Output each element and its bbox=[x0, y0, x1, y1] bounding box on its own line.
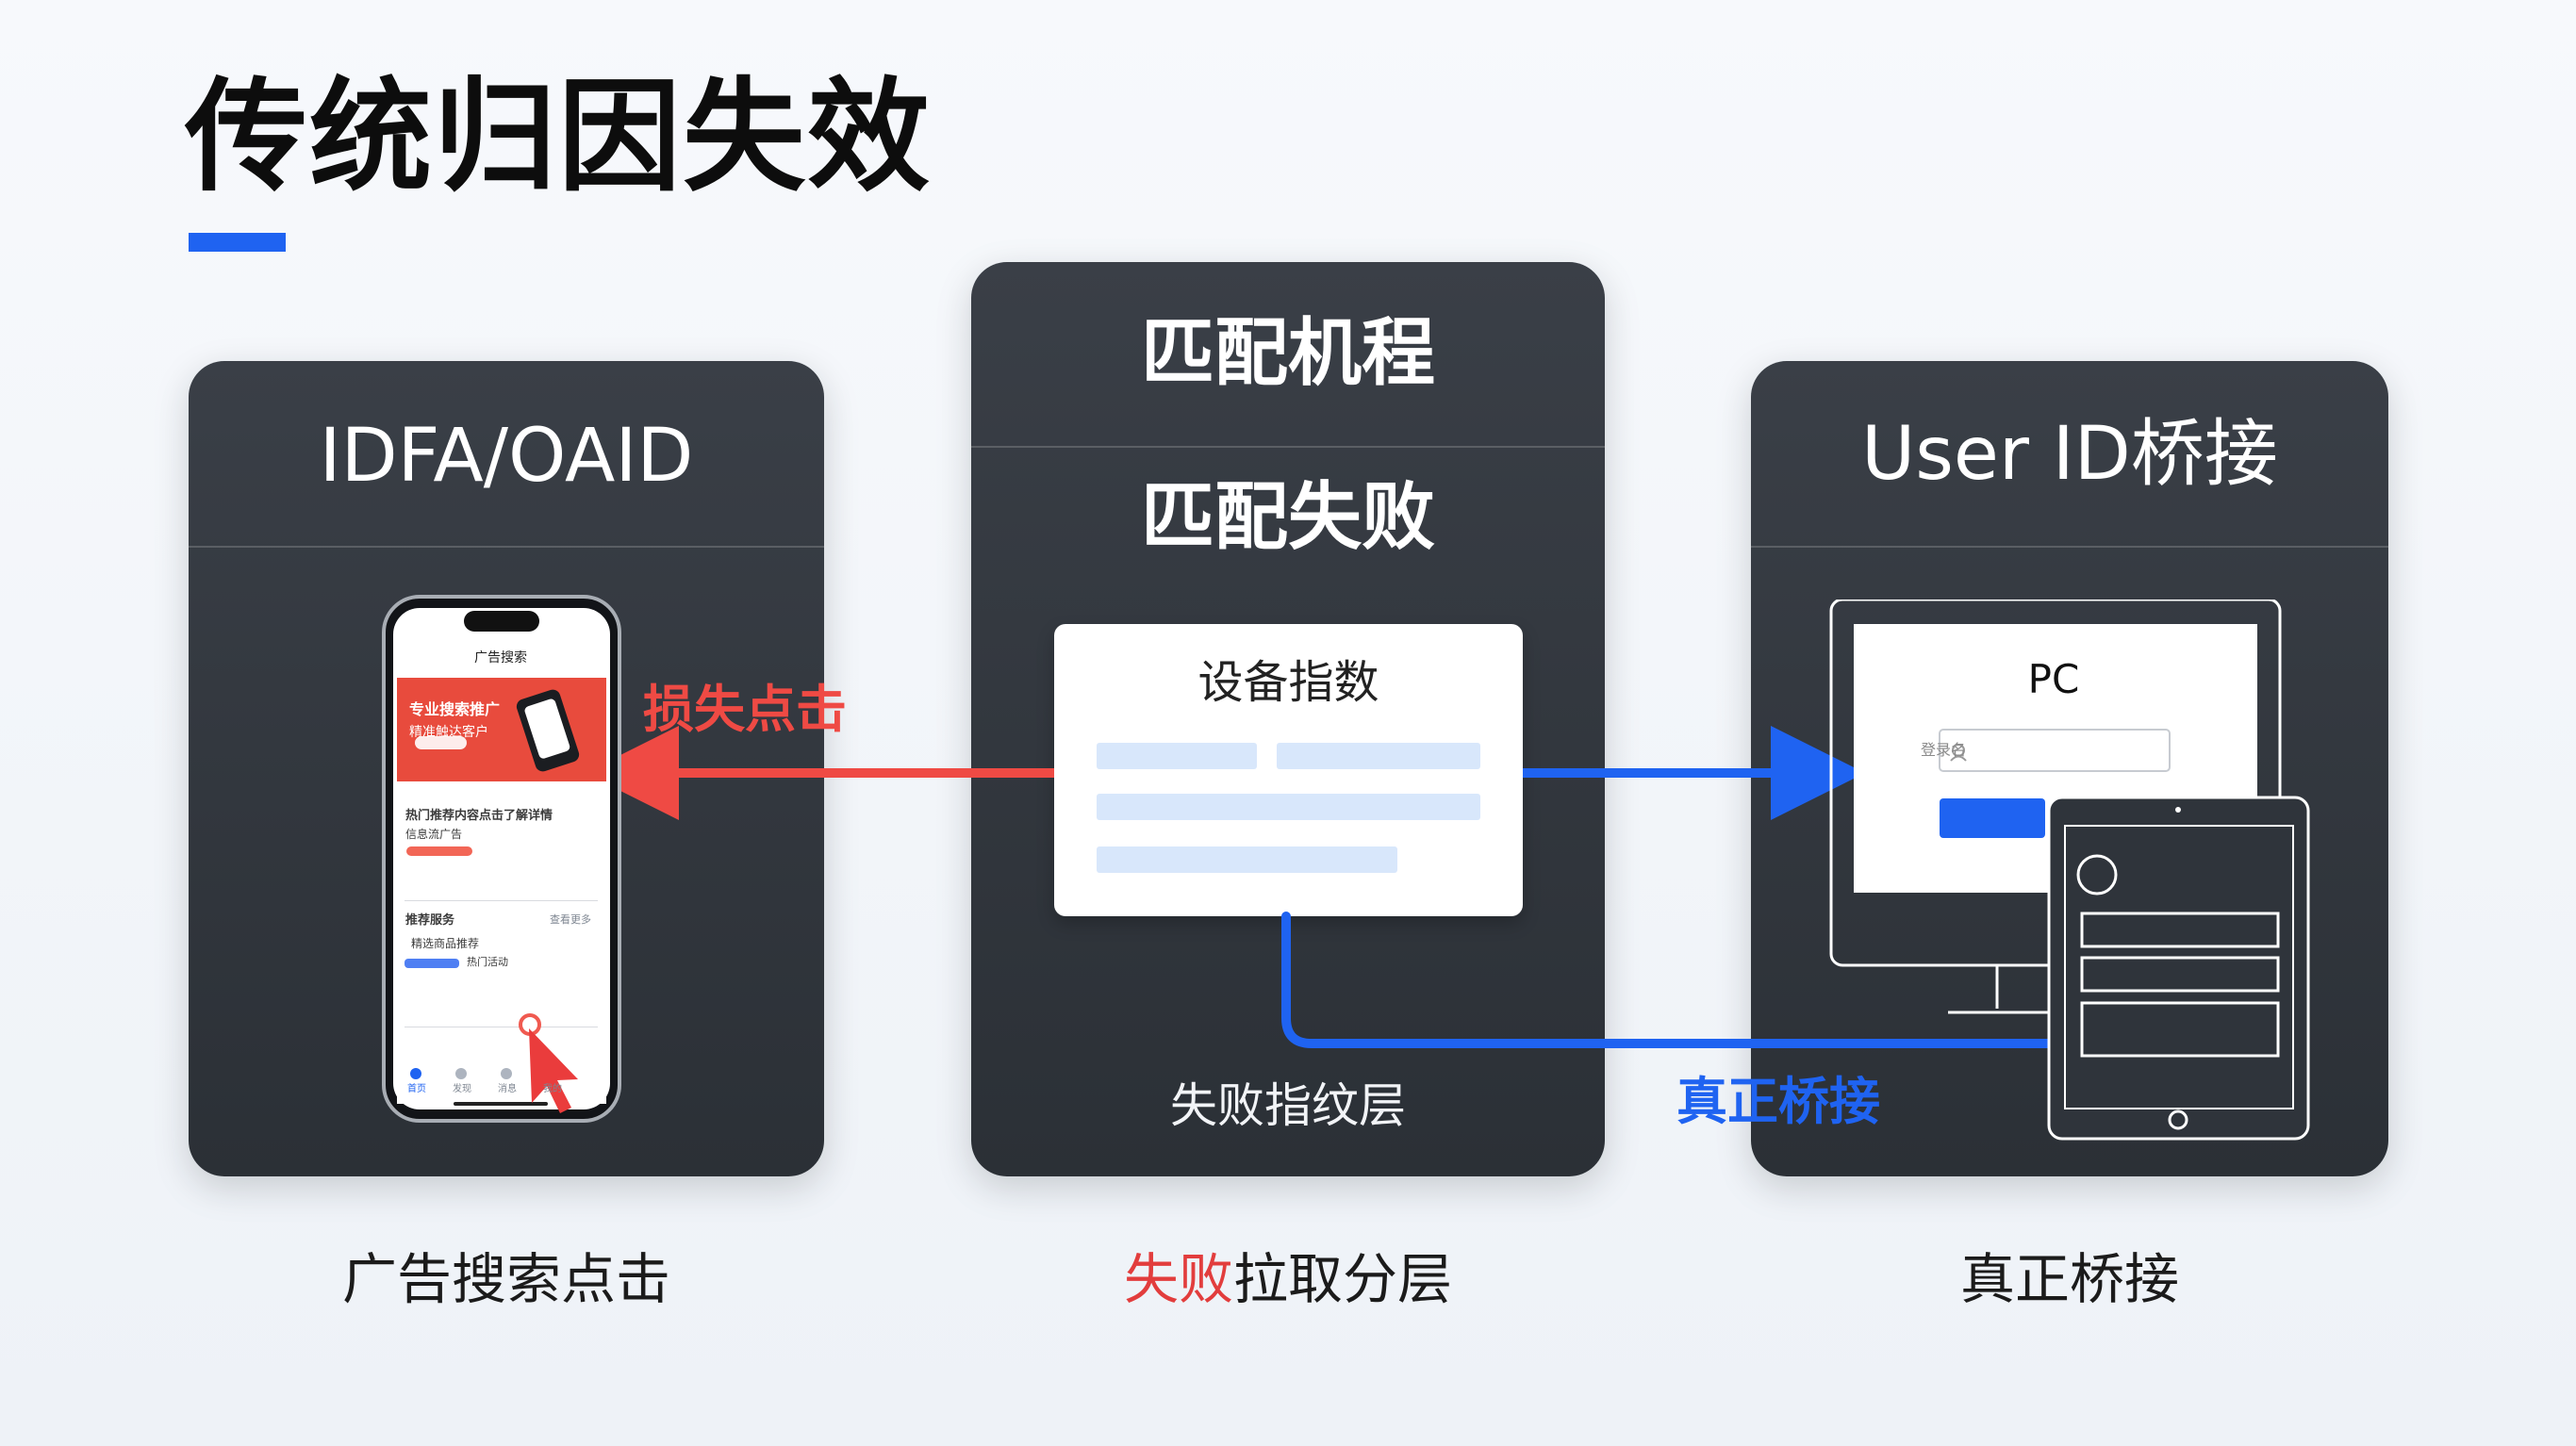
banner-line-1: 专业搜索推广 bbox=[409, 700, 501, 718]
true-bridge-side-label: 真正桥接 bbox=[1676, 1072, 1880, 1131]
phone-status-time: 9:41 bbox=[410, 615, 436, 628]
middle-bottom-label-red: 失败 bbox=[1123, 1247, 1233, 1311]
card-bar bbox=[1097, 743, 1257, 769]
desktop-monitor-icon: PC 登录名 bbox=[1829, 598, 2320, 1142]
login-button bbox=[1940, 798, 2045, 838]
middle-bottom-label-rest: 拉取分层 bbox=[1233, 1247, 1453, 1311]
blue-bridge-line bbox=[1281, 912, 2053, 1048]
result-line-1: 热门推荐内容点击了解详情 bbox=[405, 809, 553, 823]
right-panel-divider bbox=[1751, 546, 2388, 548]
phone-top-title: 广告搜索 bbox=[474, 650, 527, 665]
middle-panel-heading-1: 匹配机程 bbox=[1140, 311, 1435, 396]
pc-label: PC bbox=[2027, 656, 2080, 702]
left-bottom-label: 广告搜索点击 bbox=[341, 1247, 670, 1311]
card-bar bbox=[1097, 846, 1397, 873]
left-panel-heading: IDFA/OAID bbox=[319, 414, 694, 499]
pc-tablet-illustration bbox=[1829, 598, 2310, 1141]
smartphone-icon: 9:41 广告搜索 专业搜索推广 精准触达客户 热门推荐内容点击了解详情 信息流… bbox=[380, 595, 623, 1126]
ad-banner bbox=[397, 678, 606, 781]
right-panel-heading: User ID桥接 bbox=[1861, 412, 2278, 497]
tablet-icon bbox=[2047, 796, 2310, 1141]
card-bar bbox=[1097, 794, 1480, 820]
card-bar bbox=[1277, 743, 1480, 769]
login-placeholder: 登录名 bbox=[1921, 741, 1967, 759]
login-input-box bbox=[1939, 729, 2171, 772]
title-underline bbox=[189, 233, 286, 252]
middle-panel-caption: 失败指纹层 bbox=[1170, 1078, 1406, 1133]
lost-click-label: 损失点击 bbox=[643, 680, 847, 739]
middle-panel-heading-2: 匹配失败 bbox=[1140, 475, 1435, 560]
nav-home: 首页 bbox=[407, 1084, 426, 1094]
banner-line-2: 精准触达客户 bbox=[409, 725, 488, 740]
result-line-2: 信息流广告 bbox=[405, 828, 463, 841]
phone-notch bbox=[464, 611, 539, 632]
item-line-1: 精选商品推荐 bbox=[411, 937, 480, 950]
middle-bottom-label: 失败拉取分层 bbox=[971, 1252, 1605, 1306]
section-title: 推荐服务 bbox=[405, 913, 455, 928]
nav-message: 消息 bbox=[498, 1084, 517, 1094]
cursor-pointer-icon bbox=[529, 1028, 578, 1113]
item-line-2: 热门活动 bbox=[467, 956, 508, 968]
nav-me: 我的 bbox=[543, 1084, 562, 1094]
smartphone-illustration bbox=[382, 595, 621, 1123]
device-fingerprint-card: 设备指数 bbox=[1054, 624, 1523, 916]
page-title: 传统归因失效 bbox=[185, 65, 933, 208]
left-panel-divider bbox=[189, 546, 824, 548]
section-link: 查看更多 bbox=[550, 913, 591, 926]
right-bottom-label: 真正桥接 bbox=[1959, 1247, 2179, 1311]
device-card-title: 设备指数 bbox=[1197, 656, 1379, 709]
middle-panel-divider bbox=[971, 446, 1605, 448]
nav-discover: 发现 bbox=[453, 1084, 471, 1094]
